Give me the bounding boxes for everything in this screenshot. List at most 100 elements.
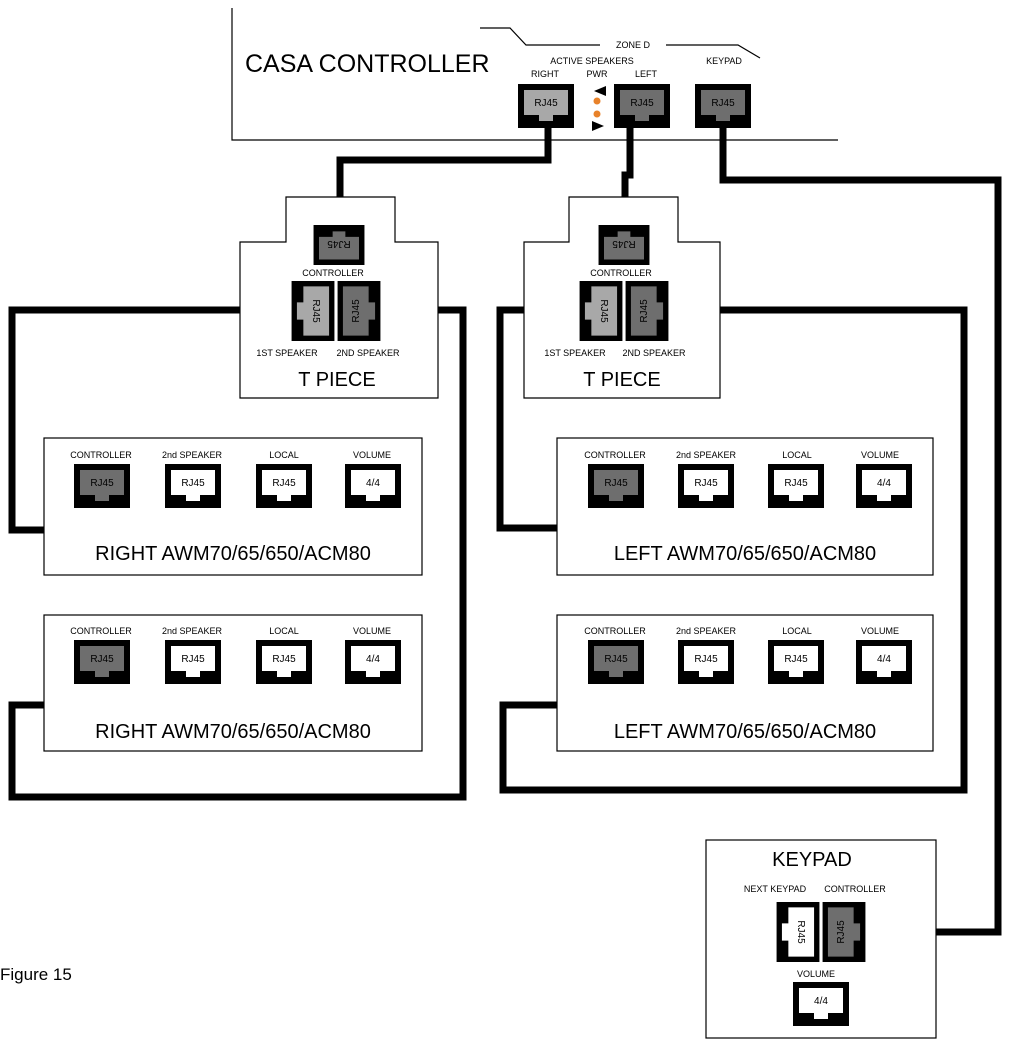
t-piece-title: T PIECE	[583, 369, 660, 391]
t-piece-first-speaker-jack: RJ45	[579, 281, 623, 341]
casa-controller: CASA CONTROLLER ZONE D ACTIVE SPEAKERS R…	[231, 8, 838, 141]
jack-label: 4/4	[366, 654, 380, 665]
local-jack: RJ45	[256, 640, 312, 684]
port-label-controller: CONTROLLER	[70, 626, 132, 636]
next-keypad-label: NEXT KEYPAD	[744, 884, 807, 894]
controller-keypad-jack: RJ45	[695, 84, 751, 128]
t-piece-controller-label: CONTROLLER	[302, 268, 364, 278]
figure-caption: Figure 15	[0, 965, 72, 984]
speaker-title: LEFT AWM70/65/650/ACM80	[614, 543, 876, 565]
second-speaker-jack: RJ45	[165, 640, 221, 684]
t-piece-second-speaker-jack: RJ45	[337, 281, 381, 341]
speaker-title: LEFT AWM70/65/650/ACM80	[614, 721, 876, 743]
port-label-volume: VOLUME	[861, 450, 899, 460]
speaker-left-2: CONTROLLER 2nd SPEAKER LOCAL VOLUME RJ45…	[556, 614, 934, 752]
left-label: LEFT	[635, 69, 658, 79]
jack-label: RJ45	[784, 478, 808, 489]
active-speakers-label: ACTIVE SPEAKERS	[550, 56, 634, 66]
port-label-volume: VOLUME	[353, 450, 391, 460]
jack-label: RJ45	[711, 98, 735, 109]
speaker-title: RIGHT AWM70/65/650/ACM80	[95, 721, 371, 743]
keypad-title: KEYPAD	[772, 849, 852, 871]
jack-label: RJ45	[272, 478, 296, 489]
jack-label: RJ45	[272, 654, 296, 665]
jack-label: 4/4	[366, 478, 380, 489]
jack-label: RJ45	[310, 299, 321, 323]
cable-right-to-tpiece1	[336, 128, 552, 228]
keypad-volume-jack: 4/4	[793, 982, 849, 1026]
keypad-controller-label: CONTROLLER	[824, 884, 886, 894]
jack-label: RJ45	[604, 478, 628, 489]
volume-jack: 4/4	[856, 640, 912, 684]
volume-jack: 4/4	[345, 640, 401, 684]
led-icon	[593, 97, 601, 105]
port-label-local: LOCAL	[782, 626, 812, 636]
jack-label: RJ45	[784, 654, 808, 665]
port-label-controller: CONTROLLER	[70, 450, 132, 460]
port-label-second-speaker: 2nd SPEAKER	[162, 626, 223, 636]
local-jack: RJ45	[256, 464, 312, 508]
speaker-right-2: CONTROLLER 2nd SPEAKER LOCAL VOLUME RJ45…	[43, 614, 423, 752]
cable-keypad	[719, 128, 1002, 936]
port-label-volume: VOLUME	[353, 626, 391, 636]
t-piece-first-label: 1ST SPEAKER	[256, 348, 318, 358]
port-label-local: LOCAL	[269, 450, 299, 460]
t-piece-second-label: 2ND SPEAKER	[336, 348, 400, 358]
jack-label: RJ45	[351, 299, 362, 323]
jack-label: RJ45	[694, 654, 718, 665]
jack-label: RJ45	[795, 920, 806, 944]
port-label-controller: CONTROLLER	[584, 626, 646, 636]
controller-title: CASA CONTROLLER	[245, 50, 490, 78]
jack-label: RJ45	[534, 98, 558, 109]
pwr-indicator	[592, 86, 606, 131]
t-piece-controller-jack: RJ45	[313, 225, 365, 265]
keypad-volume-label: VOLUME	[797, 969, 835, 979]
jack-label: RJ45	[630, 98, 654, 109]
led-icon	[593, 110, 601, 118]
jack-label: RJ45	[836, 920, 847, 944]
t-piece-left: RJ45 CONTROLLER RJ45 RJ45 1ST SPEAKER 2N…	[523, 196, 721, 399]
t-piece-right: RJ45 CONTROLLER RJ45 RJ45 1ST SPEAKER 2N…	[239, 196, 439, 399]
zone-label: ZONE D	[616, 40, 651, 50]
keypad-unit: KEYPAD NEXT KEYPAD CONTROLLER RJ45 RJ45 …	[705, 839, 937, 1039]
second-speaker-jack: RJ45	[678, 640, 734, 684]
jack-label: RJ45	[90, 654, 114, 665]
port-label-second-speaker: 2nd SPEAKER	[162, 450, 223, 460]
jack-label: RJ45	[327, 238, 351, 249]
controller-jack: RJ45	[74, 640, 130, 684]
jack-label: RJ45	[612, 238, 636, 249]
jack-label: RJ45	[181, 478, 205, 489]
port-label-local: LOCAL	[269, 626, 299, 636]
jack-label: 4/4	[877, 654, 891, 665]
t-piece-second-speaker-jack: RJ45	[625, 281, 669, 341]
port-label-second-speaker: 2nd SPEAKER	[676, 450, 737, 460]
port-label-controller: CONTROLLER	[584, 450, 646, 460]
next-keypad-jack: RJ45	[776, 902, 820, 962]
controller-left-jack: RJ45	[614, 84, 670, 128]
keypad-controller-jack: RJ45	[822, 902, 866, 962]
pwr-label: PWR	[587, 69, 608, 79]
jack-label: RJ45	[694, 478, 718, 489]
keypad-port-label: KEYPAD	[706, 56, 742, 66]
controller-jack: RJ45	[588, 640, 644, 684]
jack-label: RJ45	[604, 654, 628, 665]
t-piece-first-label: 1ST SPEAKER	[544, 348, 606, 358]
jack-label: RJ45	[639, 299, 650, 323]
controller-right-jack: RJ45	[518, 84, 574, 128]
jack-label: 4/4	[877, 478, 891, 489]
port-label-second-speaker: 2nd SPEAKER	[676, 626, 737, 636]
volume-jack: 4/4	[856, 464, 912, 508]
zone-bracket	[480, 27, 761, 59]
second-speaker-jack: RJ45	[678, 464, 734, 508]
local-jack: RJ45	[768, 640, 824, 684]
t-piece-second-label: 2ND SPEAKER	[622, 348, 686, 358]
jack-label: RJ45	[90, 478, 114, 489]
t-piece-controller-label: CONTROLLER	[590, 268, 652, 278]
jack-label: 4/4	[814, 996, 828, 1007]
arrow-left-icon	[594, 86, 606, 96]
volume-jack: 4/4	[345, 464, 401, 508]
speaker-title: RIGHT AWM70/65/650/ACM80	[95, 543, 371, 565]
controller-jack: RJ45	[74, 464, 130, 508]
controller-box-outline	[231, 8, 838, 141]
